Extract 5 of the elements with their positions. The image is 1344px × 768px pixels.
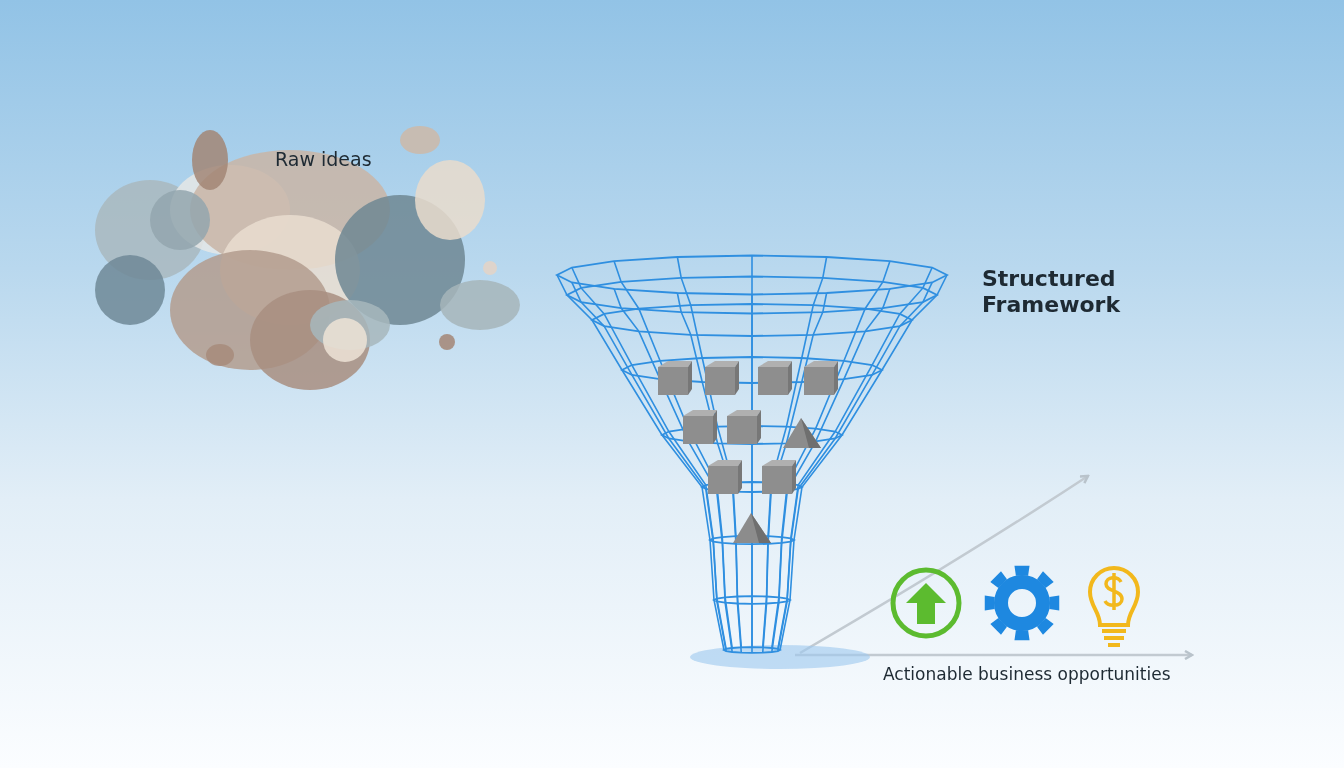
funnel-heading: Structured Framework xyxy=(982,266,1122,319)
arrow xyxy=(795,649,1194,661)
caption-text: Actionable business opportunities xyxy=(883,664,1171,684)
arrow xyxy=(799,474,1090,655)
cloud-label: Raw ideas xyxy=(275,148,372,170)
